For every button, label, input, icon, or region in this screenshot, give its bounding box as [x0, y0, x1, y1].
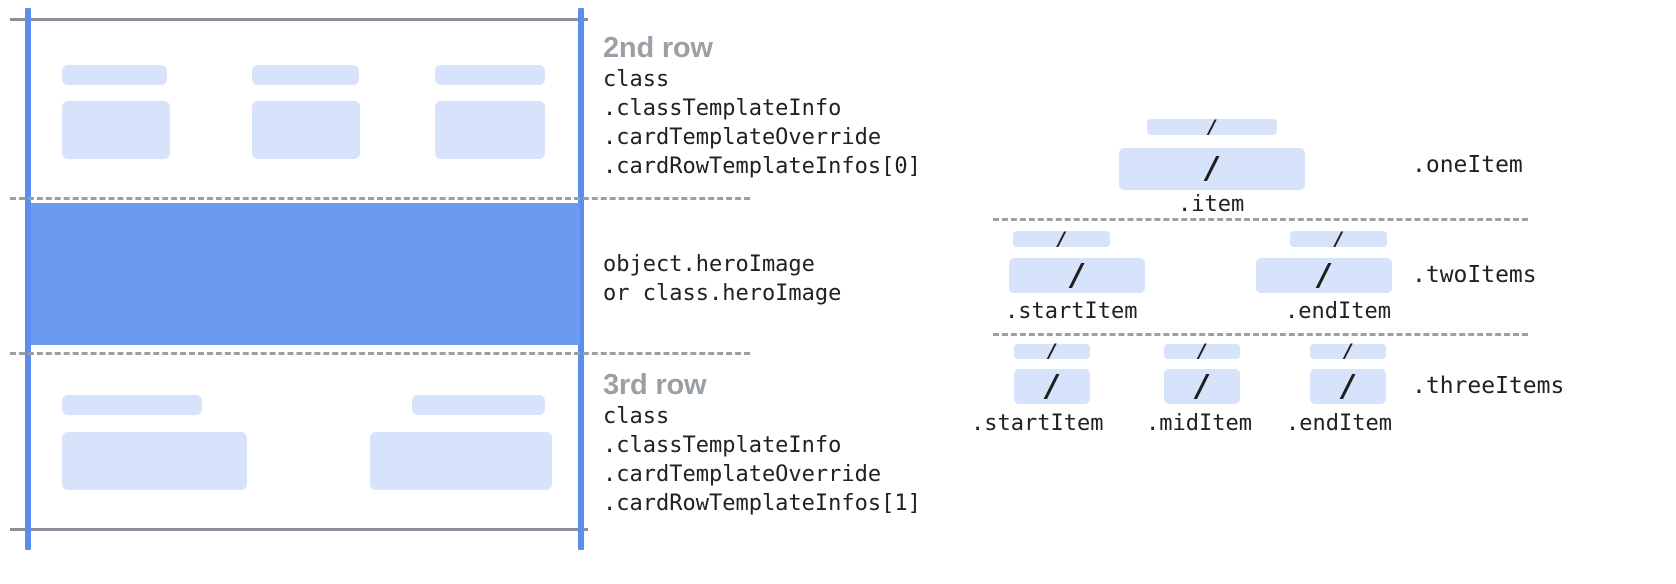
- left-guide-line: [25, 8, 31, 550]
- divider-row2-hero: [10, 197, 750, 200]
- slash-icon: /: [1206, 151, 1218, 186]
- three-items-mid-bar: /: [1164, 340, 1240, 362]
- slash-icon: /: [1058, 227, 1065, 250]
- second-row-code-3: .cardRowTemplateInfos[0]: [603, 154, 921, 179]
- slash-icon: /: [1046, 368, 1058, 404]
- second-row-title: 2nd row: [603, 32, 713, 64]
- third-row-code-1: .classTemplateInfo: [603, 433, 842, 458]
- hero-image-annotation: object.heroImage or class.heroImage: [603, 250, 841, 308]
- row2-col1-title-placeholder: [62, 65, 167, 85]
- two-items-end-box: /: [1256, 258, 1392, 293]
- one-item-bar: /: [1147, 115, 1277, 138]
- hero-image-band: [31, 203, 580, 345]
- second-row-annotation: 2nd row class .classTemplateInfo .cardTe…: [603, 31, 921, 181]
- row3-col1-title-placeholder: [62, 395, 202, 415]
- third-row-code-2: .cardTemplateOverride: [603, 462, 882, 487]
- two-items-end-bar: /: [1290, 227, 1387, 250]
- three-items-label: .threeItems: [1412, 373, 1565, 399]
- slash-icon: /: [1048, 340, 1056, 362]
- three-items-end-bar: /: [1310, 340, 1386, 362]
- row2-col2-title-placeholder: [252, 65, 359, 85]
- three-items-end-caption: .endItem: [1286, 411, 1392, 436]
- slash-icon: /: [1344, 340, 1352, 362]
- second-row-code-0: class: [603, 67, 670, 92]
- three-items-start-box: /: [1014, 369, 1090, 404]
- row3-col1-body-placeholder: [62, 432, 247, 490]
- bottom-rule: [10, 528, 588, 531]
- three-items-mid-caption: .midItem: [1146, 411, 1252, 436]
- third-row-code-3: .cardRowTemplateInfos[1]: [603, 491, 921, 516]
- three-items-start-bar: /: [1014, 340, 1090, 362]
- two-items-start-bar: /: [1013, 227, 1110, 250]
- row2-col1-body-placeholder: [62, 101, 170, 159]
- hero-image-code-0: object.heroImage: [603, 252, 815, 277]
- slash-icon: /: [1208, 115, 1216, 138]
- one-item-caption: .item: [1178, 192, 1245, 217]
- slash-icon: /: [1198, 340, 1206, 362]
- three-items-start-caption: .startItem: [971, 411, 1104, 436]
- slash-icon: /: [1342, 368, 1354, 404]
- third-row-title: 3rd row: [603, 369, 707, 401]
- slash-icon: /: [1196, 368, 1208, 404]
- two-items-start-box: /: [1009, 258, 1145, 293]
- divider-two-three: [993, 333, 1528, 336]
- row2-col3-body-placeholder: [435, 101, 545, 159]
- third-row-code-0: class: [603, 404, 670, 429]
- two-items-end-caption: .endItem: [1285, 299, 1391, 324]
- divider-hero-row3: [10, 352, 750, 355]
- one-item-box: /: [1119, 148, 1305, 190]
- three-items-mid-box: /: [1164, 369, 1240, 404]
- slash-icon: /: [1071, 257, 1083, 293]
- second-row-code-2: .cardTemplateOverride: [603, 125, 882, 150]
- second-row-code-1: .classTemplateInfo: [603, 96, 842, 121]
- three-items-end-box: /: [1310, 369, 1386, 404]
- row2-col3-title-placeholder: [435, 65, 545, 85]
- divider-one-two: [993, 218, 1528, 221]
- hero-image-code-1: or class.heroImage: [603, 281, 842, 306]
- slash-icon: /: [1318, 257, 1330, 293]
- row2-col2-body-placeholder: [252, 101, 360, 159]
- row3-col2-body-placeholder: [370, 432, 552, 490]
- row3-col2-title-placeholder: [412, 395, 545, 415]
- top-rule: [10, 18, 588, 21]
- slash-icon: /: [1335, 227, 1342, 250]
- right-guide-line: [578, 8, 584, 550]
- third-row-annotation: 3rd row class .classTemplateInfo .cardTe…: [603, 368, 921, 518]
- two-items-label: .twoItems: [1412, 262, 1537, 288]
- one-item-label: .oneItem: [1412, 152, 1523, 178]
- two-items-start-caption: .startItem: [1005, 299, 1138, 324]
